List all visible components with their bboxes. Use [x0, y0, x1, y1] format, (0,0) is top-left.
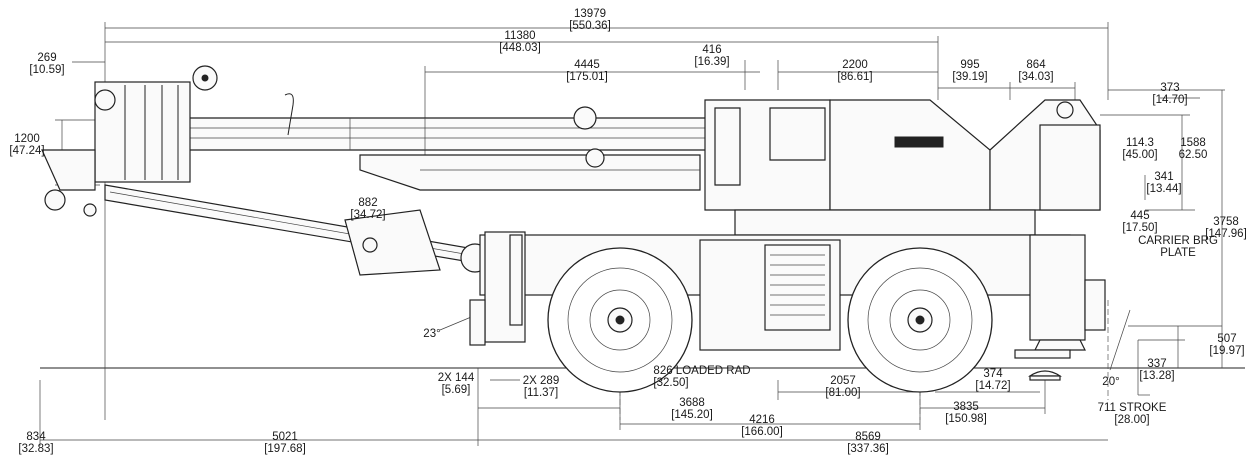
dim-front-step: 2X 144[5.69] [437, 372, 475, 396]
rear-tire [847, 247, 993, 393]
dim-counterweight-a: 995[39.19] [952, 59, 988, 83]
dim-front-step-b: 2X 289[11.37] [522, 375, 560, 399]
dim-wheel-mid: 2057[81.00] [825, 375, 861, 399]
dimension-lines [39, 22, 1225, 446]
cab [573, 99, 1101, 236]
dim-front-axle: 3688[145.20] [671, 397, 713, 421]
dim-top-nose: 269[10.59] [29, 52, 65, 76]
dim-ground-clear-b: 337[13.28] [1139, 358, 1175, 382]
dim-front-overhang: 834[32.83] [18, 431, 54, 455]
dim-wheelbase: 4216[166.00] [741, 414, 783, 438]
dim-rear-a: 114.3[45.00] [1122, 137, 1158, 161]
note-loaded-rad: 826 LOADED RAD [653, 365, 751, 377]
dim-boom-length: 11380[448.03] [499, 30, 541, 54]
dim-overall-length: 13979[550.36] [569, 8, 611, 32]
dim-rear-step: 374[14.72] [975, 368, 1011, 392]
note-loaded-rad-imperial: [32.50] [653, 377, 689, 389]
dim-rear-top: 373[14.70] [1152, 82, 1188, 106]
front-tire [547, 247, 693, 393]
dim-boom-low: 882[34.72] [350, 197, 386, 221]
dim-cab-to-center: 2200[86.61] [837, 59, 873, 83]
dim-boom-hinge: 416[16.39] [694, 44, 730, 68]
dim-counterweight-b: 864[34.03] [1018, 59, 1054, 83]
dim-rear-d: 445[17.50] [1122, 210, 1158, 234]
dim-center-to-rear: 8569[337.36] [847, 431, 889, 455]
dim-overall-height: 3758[147.96] [1205, 216, 1247, 240]
dim-stroke: 711 STROKE[28.00] [1097, 402, 1167, 426]
dim-rear-c: 341[13.44] [1146, 171, 1182, 195]
dim-front-to-center: 5021[197.68] [264, 431, 306, 455]
note-departure-angle: 20° [1102, 376, 1120, 388]
dim-ground-clear-a: 507[19.97] [1209, 333, 1245, 357]
dim-rear-axle: 3835[150.98] [945, 401, 987, 425]
dim-boom-offset: 4445[175.01] [566, 59, 608, 83]
note-approach-angle: 23° [423, 328, 441, 340]
dim-head-height: 1200[47.24] [9, 133, 45, 157]
rear-stabilizer-pad [1028, 370, 1062, 381]
